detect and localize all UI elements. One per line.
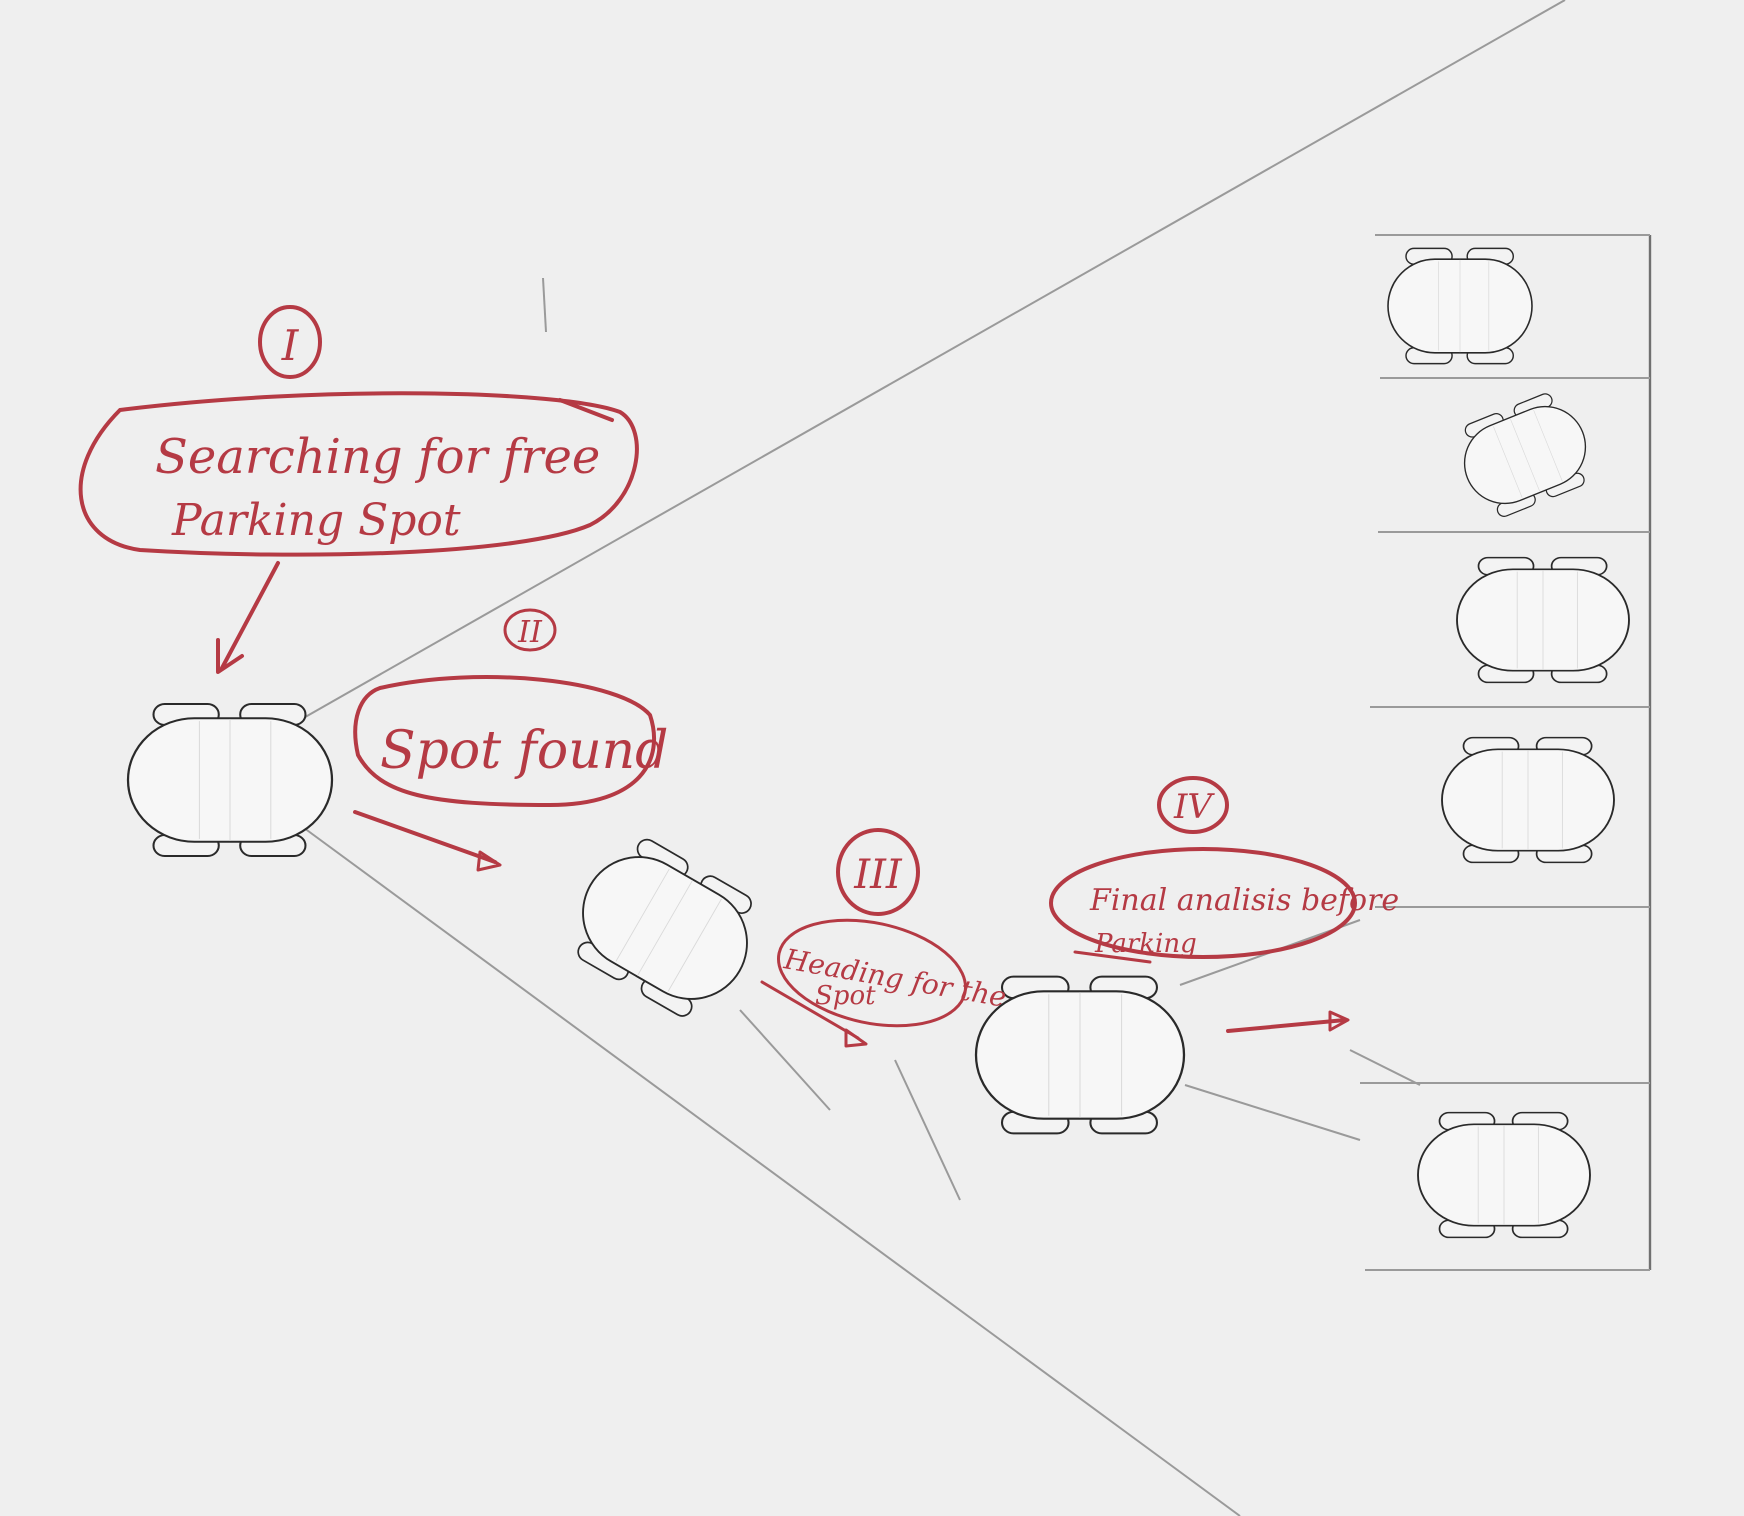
- car-step-4: [974, 975, 1186, 1135]
- step-1-label-line-1: Searching for free: [155, 429, 600, 485]
- parking-rows: [1360, 234, 1652, 1271]
- step-4-label-line-1: Final analisis before: [1089, 883, 1399, 918]
- step-2-label: Spot found: [380, 721, 668, 781]
- step-4-label-line-2: Parking: [1094, 929, 1197, 959]
- step-2-numeral: II: [517, 615, 543, 650]
- step-4-annotation: IV Final analisis before Parking: [1049, 776, 1399, 1033]
- step-1-annotation: I Searching for free Parking Spot: [78, 305, 639, 674]
- step-3-numeral: III: [853, 852, 903, 898]
- parked-car: [1441, 736, 1615, 864]
- step-1-label-line-2: Parking Spot: [171, 495, 461, 546]
- parked-car: [1456, 556, 1630, 684]
- car-step-1: [126, 702, 334, 858]
- step-4-numeral: IV: [1173, 787, 1215, 827]
- step-3-label-line-2: Spot: [815, 981, 876, 1011]
- step-1-numeral: I: [281, 321, 300, 370]
- step-2-annotation: II Spot found: [353, 608, 668, 872]
- perspective-lines: [299, 0, 1566, 1516]
- parked-car: [1417, 1111, 1591, 1239]
